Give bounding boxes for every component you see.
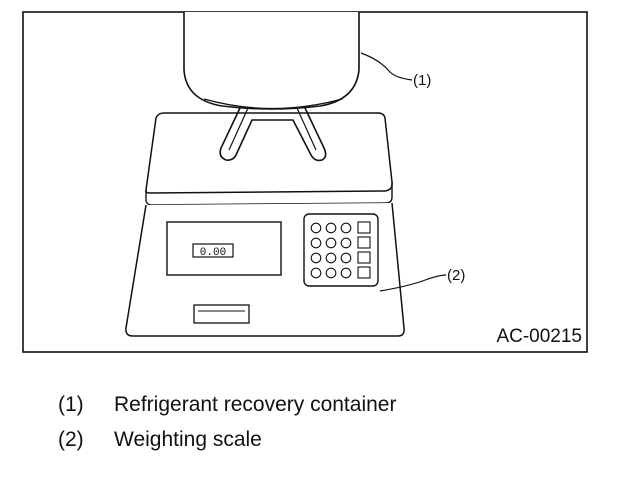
container-stand-inner xyxy=(228,107,317,151)
callout-1-label: (1) xyxy=(413,72,431,89)
recovery-container xyxy=(183,12,360,110)
container-stand-outer xyxy=(219,107,327,162)
callout-2-label: (2) xyxy=(447,267,465,284)
callout-2-leader xyxy=(379,274,447,292)
callout-1-leader xyxy=(360,52,413,81)
legend-item-1: (1) Refrigerant recovery container xyxy=(58,393,396,417)
scale-platform xyxy=(145,112,393,194)
keypad-keys xyxy=(310,221,371,279)
figure-id: AC-00215 xyxy=(496,326,582,347)
legend-item-2-label: Weighting scale xyxy=(114,428,262,451)
scale-handle-slot xyxy=(193,304,250,324)
legend-item-2-number: (2) xyxy=(58,428,84,451)
legend-item-1-number: (1) xyxy=(58,393,84,416)
scale-display-text: 0.00 xyxy=(200,247,226,259)
legend-item-2: (2) Weighting scale xyxy=(58,428,262,452)
scale-display-readout xyxy=(192,243,234,258)
legend-item-1-label: Refrigerant recovery container xyxy=(114,393,397,416)
recovery-container-rim xyxy=(203,98,343,110)
